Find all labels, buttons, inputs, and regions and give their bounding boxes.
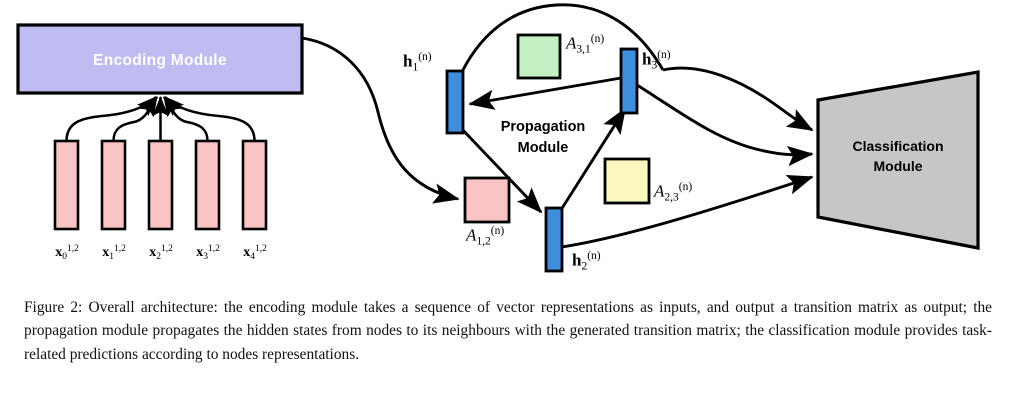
matrix-a12-label-sub: 1,2 — [476, 235, 491, 248]
input-label-4: x41,2 — [232, 244, 278, 262]
matrix-a23-label: A2,3(n) — [654, 181, 693, 204]
input-label-2-sup: 1,2 — [160, 244, 173, 254]
node-h3-label: h3(n) — [642, 49, 671, 72]
input-label-3-sub: 3 — [203, 252, 208, 263]
input-vectors-group — [53, 139, 268, 231]
node-h2 — [544, 206, 564, 273]
propagation-module-label-line1: Propagation — [501, 119, 586, 135]
input-label-1: x11,2 — [91, 244, 137, 262]
input-bar-1 — [100, 139, 127, 231]
input-label-3-var: x — [196, 244, 204, 260]
node-h1-label: h1(n) — [403, 51, 432, 74]
matrix-a23-label-var: A — [654, 181, 665, 201]
input-label-0: x01,2 — [44, 244, 90, 262]
classification-module-label-line2: Module — [874, 158, 923, 174]
classification-module-shape — [816, 70, 980, 250]
node-h3 — [619, 47, 639, 115]
input-label-1-var: x — [102, 244, 110, 260]
input-label-0-sub: 0 — [62, 252, 67, 263]
matrix-a23-label-sub: 2,3 — [664, 191, 679, 204]
encoding-module-box — [16, 23, 304, 95]
input-arrow-3 — [162, 96, 209, 142]
node-h3-label-sub: 3 — [651, 59, 658, 72]
propagation-edges — [456, 3, 665, 214]
input-bar-0 — [53, 139, 80, 231]
input-label-0-sup: 1,2 — [66, 244, 79, 254]
input-to-encoder-arrows — [65, 95, 256, 142]
classifier-arrow-bottom — [561, 175, 814, 249]
hidden-nodes-group — [445, 47, 639, 273]
input-bar-2 — [147, 139, 174, 231]
input-label-4-sup: 1,2 — [254, 244, 267, 254]
input-label-3: x31,2 — [185, 244, 231, 262]
input-bar-3 — [194, 139, 221, 231]
edge-h1-to-h2 — [457, 124, 543, 214]
node-h1-label-sup: (n) — [418, 51, 432, 63]
classifier-arrow-middle — [636, 83, 814, 167]
encoder-to-transition-arrow — [301, 36, 460, 204]
propagation-module-label-group: Propagation Module — [501, 119, 586, 156]
figure-caption-text: Overall architecture: the encoding modul… — [24, 299, 992, 363]
matrix-a12-label-var: A — [466, 225, 477, 245]
node-h1 — [445, 69, 465, 135]
matrix-a31-square — [516, 33, 562, 80]
input-arrow-1 — [112, 96, 159, 142]
propagation-module-label-line2: Module — [518, 140, 569, 156]
matrix-a12-label-sup: (n) — [490, 225, 505, 237]
nodes-to-classifier-arrows — [561, 66, 814, 249]
transition-matrices-group — [463, 33, 651, 224]
input-bar-4 — [241, 139, 268, 231]
input-label-2: x21,2 — [138, 244, 184, 262]
node-h3-label-sup: (n) — [657, 49, 671, 61]
matrix-a31-label-sup: (n) — [590, 33, 605, 45]
node-h2-label-sub: 2 — [581, 260, 588, 273]
matrix-a31-label: A3,1(n) — [566, 33, 605, 56]
classification-module: Classification Module — [816, 70, 980, 250]
architecture-diagram: Encoding Module — [16, 3, 980, 273]
matrix-a31-label-var: A — [566, 33, 577, 53]
figure-caption-label: Figure 2: — [24, 299, 83, 316]
node-h2-label-sup: (n) — [587, 250, 601, 262]
node-h2-label-var: h — [572, 250, 582, 270]
node-h3-label-var: h — [642, 49, 652, 69]
input-label-0-var: x — [55, 244, 63, 260]
matrix-a31-label-sub: 3,1 — [576, 43, 591, 56]
node-h1-label-var: h — [403, 51, 413, 71]
encoding-module-label: Encoding Module — [93, 52, 227, 69]
input-label-1-sub: 1 — [109, 252, 114, 263]
classification-module-label-line1: Classification — [852, 138, 943, 154]
node-h1-label-sub: 1 — [412, 61, 419, 74]
figure-caption: Figure 2: Overall architecture: the enco… — [24, 296, 992, 366]
input-label-2-var: x — [149, 244, 157, 260]
input-label-3-sup: 1,2 — [207, 244, 220, 254]
matrix-a12-square — [463, 176, 511, 224]
node-h2-label: h2(n) — [572, 250, 601, 273]
encoding-module: Encoding Module — [16, 23, 304, 95]
edge-h2-to-h3 — [557, 107, 627, 214]
input-label-4-var: x — [243, 244, 251, 260]
edge-h1-to-h3-arc — [456, 3, 665, 81]
input-label-1-sup: 1,2 — [113, 244, 126, 254]
input-label-4-sub: 4 — [250, 252, 255, 263]
input-label-2-sub: 2 — [156, 252, 161, 263]
classifier-arrow-top — [662, 66, 814, 132]
input-arrow-4 — [164, 96, 256, 142]
matrix-a23-square — [603, 157, 651, 205]
edge-h3-to-h1 — [468, 76, 622, 110]
matrix-a23-label-sup: (n) — [678, 181, 693, 193]
matrix-a12-label: A1,2(n) — [466, 225, 505, 248]
